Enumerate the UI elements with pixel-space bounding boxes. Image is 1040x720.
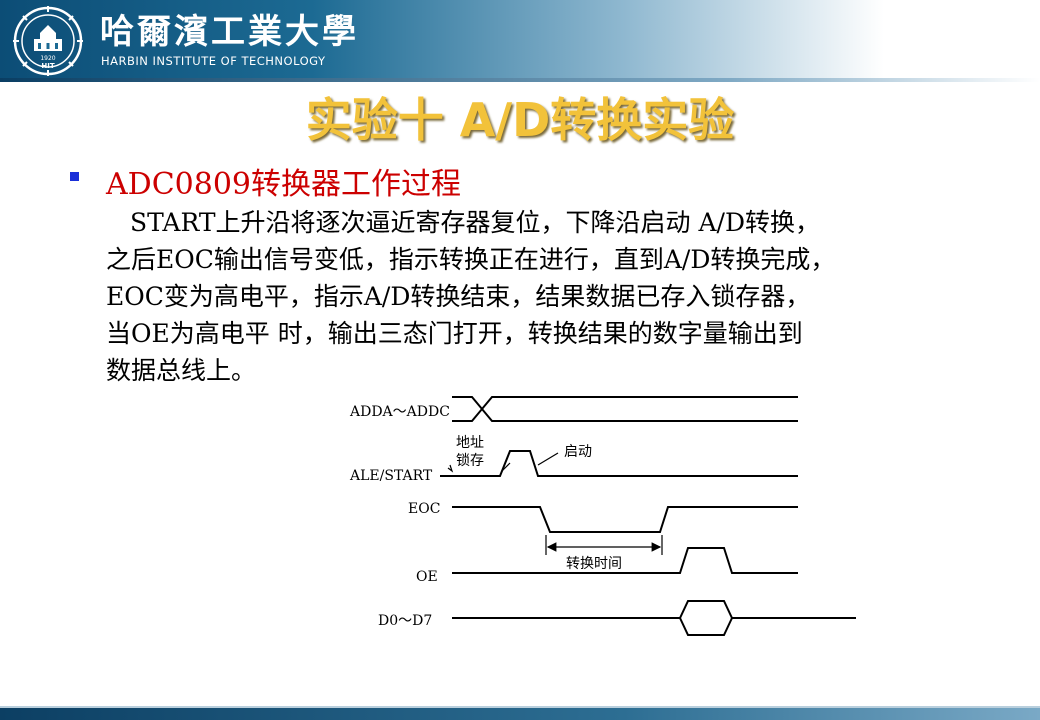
signal-label-adda: ADDA～ADDC: [349, 404, 450, 420]
body-paragraph: START上升沿将逐次逼近寄存器复位，下降沿启动 A/D转换， 之后EOC输出信…: [106, 204, 1026, 389]
ale-waveform: [440, 450, 798, 477]
header-banner: 1920 HIT 哈爾濱工業大學 HARBIN INSTITUTE OF TEC…: [0, 0, 1040, 82]
school-name-en: HARBIN INSTITUTE OF TECHNOLOGY: [101, 54, 326, 68]
eoc-waveform: [452, 506, 798, 533]
latch-leader: [501, 462, 511, 472]
paragraph-line: START上升沿将逐次逼近寄存器复位，下降沿启动 A/D转换，: [130, 208, 821, 237]
signal-label-oe: OE: [416, 569, 438, 585]
adda-waveform-top: [452, 396, 798, 411]
footer-bar: [0, 706, 1040, 720]
annotation-conversion-time: 转换时间: [566, 555, 622, 572]
signal-label-data: D0～D7: [378, 613, 432, 629]
hit-emblem-icon: 1920 HIT: [13, 6, 83, 76]
timing-diagram: ADDA～ADDC ALE/START EOC OE D0～D7 地址 锁存 启…: [349, 396, 856, 636]
annotation-start: 启动: [564, 444, 592, 460]
latch-pointer: [447, 464, 454, 473]
annotation-latch-1: 地址: [456, 435, 484, 451]
school-name-cn: 哈爾濱工業大學: [100, 12, 359, 52]
data-bus-waveform-bottom: [679, 617, 733, 636]
signal-label-eoc: EOC: [408, 501, 440, 517]
paragraph-line: 当OE为高电平 时，输出三态门打开，转换结果的数字量输出到: [106, 319, 803, 348]
annotation-latch-2: 锁存: [456, 453, 484, 469]
logo-year: 1920: [40, 55, 55, 62]
adda-waveform-bottom: [452, 407, 798, 422]
data-bus-waveform-top: [452, 600, 856, 619]
start-leader: [537, 452, 559, 466]
signal-label-ale: ALE/START: [349, 468, 433, 484]
bullet-square-icon: [70, 172, 79, 181]
oe-waveform: [452, 547, 798, 574]
logo-text: HIT: [41, 62, 54, 70]
slide-subtitle: ADC0809转换器工作过程: [106, 167, 462, 202]
paragraph-line: 之后EOC输出信号变低，指示转换正在进行，直到A/D转换完成，: [106, 245, 836, 274]
paragraph-line: 数据总线上。: [106, 356, 257, 385]
slide-title: 实验十 A/D转换实验: [305, 93, 735, 147]
paragraph-line: EOC变为高电平，指示A/D转换结束，结果数据已存入锁存器，: [106, 282, 811, 311]
